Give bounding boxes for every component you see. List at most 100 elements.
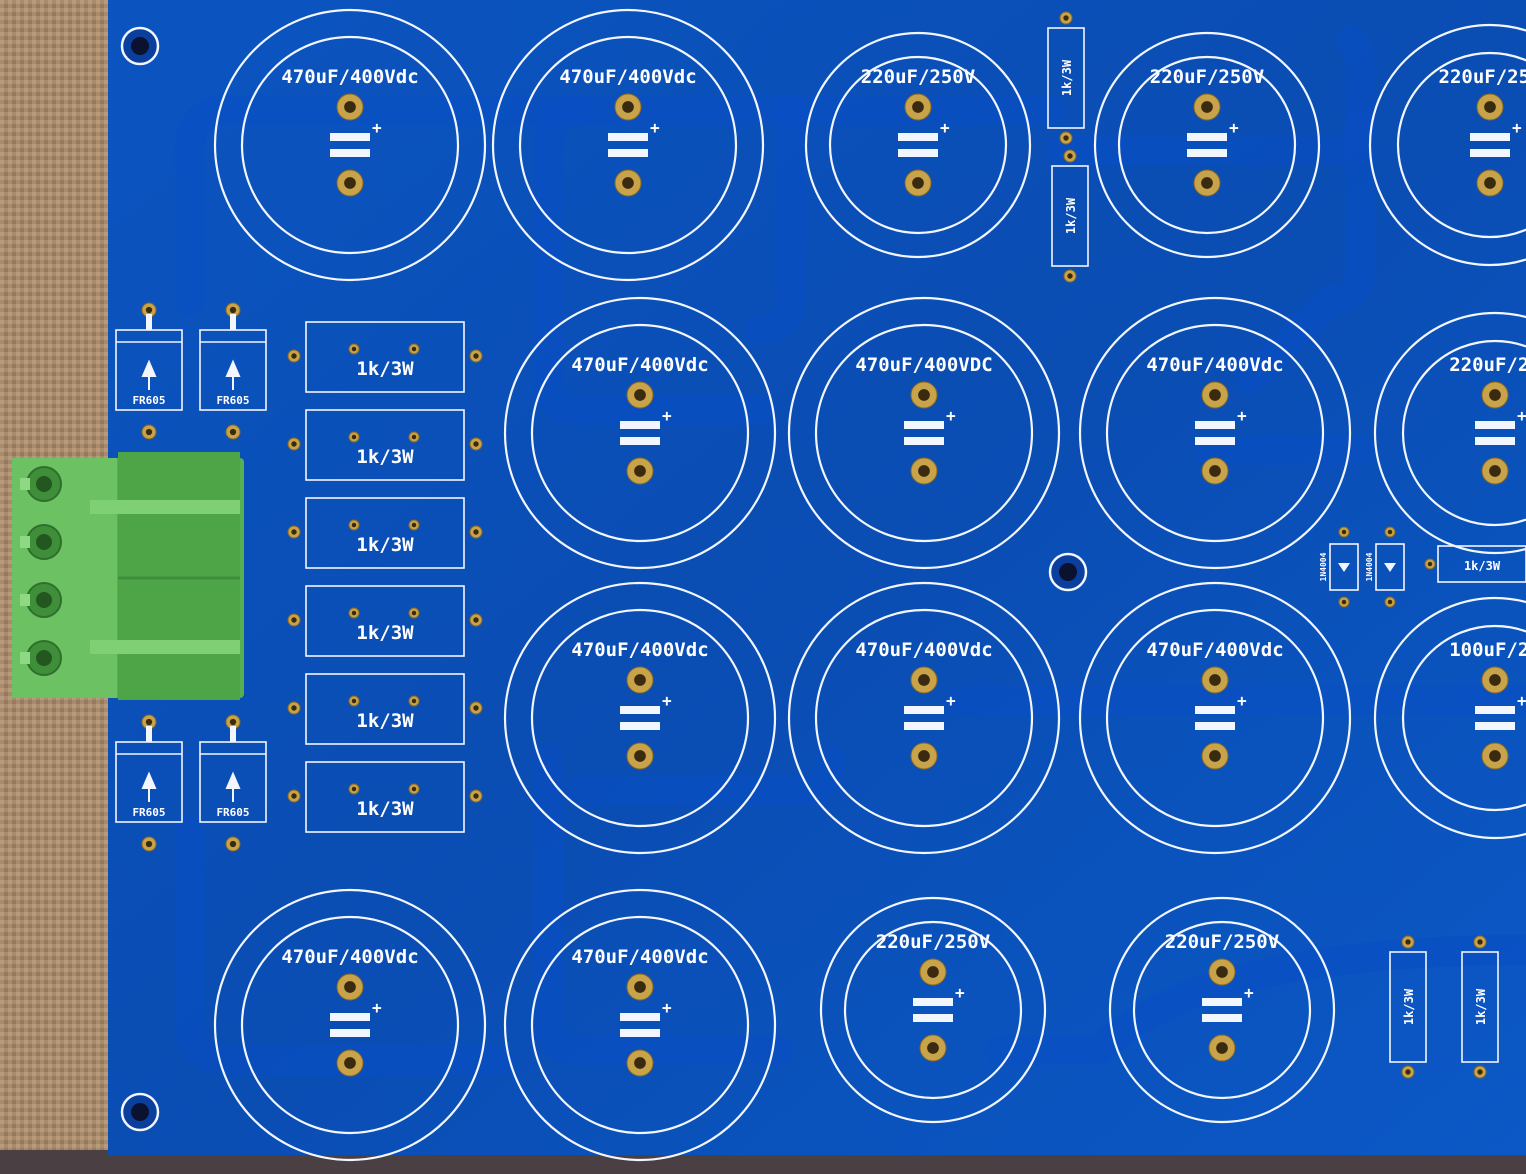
capacitor-plate-minus bbox=[620, 437, 660, 445]
polarity-plus-sign: + bbox=[662, 998, 672, 1017]
capacitor-plate-minus bbox=[904, 437, 944, 445]
diode-label: FR605 bbox=[216, 394, 249, 407]
capacitor-outline-inner bbox=[814, 323, 1034, 543]
capacitor-plate-plus bbox=[1202, 998, 1242, 1006]
capacitor-label: 470uF/400Vdc bbox=[571, 639, 708, 661]
capacitor-outline-outer bbox=[787, 296, 1061, 570]
capacitor-plate-plus bbox=[330, 1013, 370, 1021]
polarity-plus-sign: + bbox=[946, 406, 956, 425]
capacitor-outline-inner bbox=[1132, 920, 1312, 1100]
capacitor-outline-inner bbox=[1401, 624, 1526, 812]
diode-5: 1N4004 bbox=[1319, 526, 1359, 608]
capacitor-outline-inner bbox=[518, 35, 738, 255]
polarity-plus-sign: + bbox=[662, 406, 672, 425]
polarity-plus-sign: + bbox=[650, 118, 660, 137]
resistor-5: 1k/3W bbox=[287, 673, 483, 745]
resistor-label: 1k/3W bbox=[356, 798, 414, 820]
capacitor-plate-minus bbox=[898, 149, 938, 157]
mounting-hole-top-left bbox=[120, 26, 160, 66]
polarity-plus-sign: + bbox=[1237, 691, 1247, 710]
diode-arrow-icon bbox=[141, 771, 157, 802]
capacitor-outline-inner bbox=[240, 915, 460, 1135]
capacitor-plate-minus bbox=[330, 1029, 370, 1037]
capacitor-outline-outer bbox=[503, 296, 777, 570]
capacitor-11: 470uF/400Vdc+ bbox=[787, 581, 1061, 855]
capacitor-plate-minus bbox=[330, 149, 370, 157]
resistor-outline bbox=[1437, 545, 1526, 583]
resistor-outline bbox=[305, 409, 465, 481]
capacitor-label: 470uF/400Vdc bbox=[559, 66, 696, 88]
capacitor-10: 470uF/400Vdc+ bbox=[503, 581, 777, 855]
resistor-outline bbox=[305, 321, 465, 393]
polarity-plus-sign: + bbox=[1244, 983, 1254, 1002]
capacitor-plate-minus bbox=[608, 149, 648, 157]
capacitor-label: 100uF/25 bbox=[1449, 639, 1526, 661]
capacitor-6: 470uF/400Vdc + bbox=[503, 296, 777, 570]
resistor-outline bbox=[305, 673, 465, 745]
copper-traces bbox=[175, 25, 1526, 1075]
resistor-11: 1k/3W bbox=[1461, 935, 1499, 1079]
polarity-plus-sign: + bbox=[372, 998, 382, 1017]
capacitor-plate-minus bbox=[913, 1014, 953, 1022]
capacitor-outline-outer bbox=[1078, 581, 1352, 855]
capacitor-plate-minus bbox=[1475, 437, 1515, 445]
capacitor-plate-minus bbox=[1202, 1014, 1242, 1022]
capacitor-3: 220uF/250V+ bbox=[804, 31, 1032, 259]
capacitor-plate-plus bbox=[1475, 706, 1515, 714]
capacitor-outline-outer bbox=[1368, 23, 1526, 267]
polarity-plus-sign: + bbox=[1517, 406, 1526, 425]
capacitor-17: 220uF/250V+ bbox=[1108, 896, 1336, 1124]
diode-arrow-icon bbox=[1338, 563, 1350, 572]
capacitor-2: 470uF/400Vdc + bbox=[491, 8, 765, 282]
resistor-outline bbox=[305, 585, 465, 657]
resistor-8: 1k/3W bbox=[1051, 149, 1089, 283]
capacitor-16: 220uF/250V+ bbox=[819, 896, 1047, 1124]
capacitor-outline-inner bbox=[814, 608, 1034, 828]
diode-label: FR605 bbox=[216, 806, 249, 819]
resistor-3: 1k/3W bbox=[287, 497, 483, 569]
capacitor-plate-plus bbox=[1470, 133, 1510, 141]
capacitor-plate-plus bbox=[913, 998, 953, 1006]
resistor-4: 1k/3W bbox=[287, 585, 483, 657]
capacitor-outline-inner bbox=[530, 915, 750, 1135]
capacitor-plate-minus bbox=[1475, 722, 1515, 730]
polarity-plus-sign: + bbox=[940, 118, 950, 137]
diode-arrow-icon bbox=[225, 771, 241, 802]
resistor-2: 1k/3W bbox=[287, 409, 483, 481]
capacitor-label: 470uF/400Vdc bbox=[571, 354, 708, 376]
polarity-plus-sign: + bbox=[1229, 118, 1239, 137]
polarity-plus-sign: + bbox=[1237, 406, 1247, 425]
capacitor-outline-outer bbox=[1108, 896, 1336, 1124]
diode-label: FR605 bbox=[132, 806, 165, 819]
capacitor-outline-outer bbox=[804, 31, 1032, 259]
resistor-label: 1k/3W bbox=[356, 622, 414, 644]
capacitor-outline-outer bbox=[1373, 311, 1526, 555]
polarity-plus-sign: + bbox=[946, 691, 956, 710]
capacitor-14: 470uF/400Vdc+ bbox=[213, 888, 487, 1162]
capacitor-outline-inner bbox=[1401, 339, 1526, 527]
capacitor-outline-outer bbox=[503, 888, 777, 1162]
capacitor-7: 470uF/400VDC+ bbox=[787, 296, 1061, 570]
capacitor-label: 470uF/400Vdc bbox=[571, 946, 708, 968]
resistor-6: 1k/3W bbox=[287, 761, 483, 833]
resistor-outline bbox=[1389, 951, 1427, 1063]
capacitor-plate-plus bbox=[1187, 133, 1227, 141]
capacitor-15: 470uF/400Vdc + bbox=[503, 888, 777, 1162]
capacitor-outline-inner bbox=[1105, 608, 1325, 828]
capacitor-outline-outer bbox=[1373, 596, 1526, 840]
resistor-outline bbox=[1461, 951, 1499, 1063]
capacitor-plate-plus bbox=[1195, 706, 1235, 714]
diode-6: 1N4004 bbox=[1365, 526, 1405, 608]
mounting-hole-center bbox=[1048, 552, 1088, 592]
resistor-label: 1k/3W bbox=[1464, 559, 1501, 573]
capacitor-outline-outer bbox=[491, 8, 765, 282]
capacitor-plate-minus bbox=[620, 1029, 660, 1037]
capacitor-plate-minus bbox=[1470, 149, 1510, 157]
capacitor-13: 100uF/25+ bbox=[1373, 596, 1526, 840]
capacitor-8: 470uF/400Vdc+ bbox=[1078, 296, 1352, 570]
capacitor-outline-inner bbox=[240, 35, 460, 255]
capacitor-outline-inner bbox=[530, 608, 750, 828]
diode-outline bbox=[1375, 543, 1405, 591]
polarity-plus-sign: + bbox=[1512, 118, 1522, 137]
